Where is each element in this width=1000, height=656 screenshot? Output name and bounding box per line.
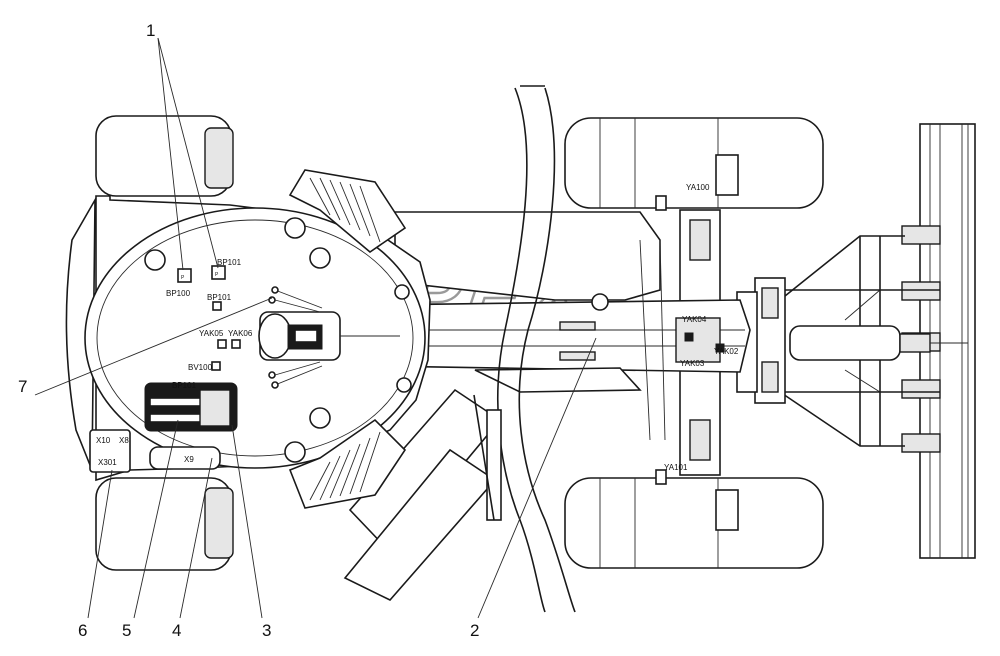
valve-ya101 [655, 469, 667, 485]
front-blade [901, 123, 976, 559]
front-wheel-bottom [564, 477, 824, 569]
label-bp101-b: BP101 [207, 293, 232, 302]
callout-7: 7 [18, 377, 27, 396]
valve-yak06 [231, 339, 241, 349]
battery-box [144, 382, 238, 432]
label-x9: X9 [184, 455, 194, 464]
callout-6: 6 [78, 621, 87, 640]
valve-yak04 [684, 332, 694, 342]
label-x10: X10 [96, 436, 111, 445]
blade-push-frame [778, 235, 968, 447]
front-wheel-top [564, 117, 824, 209]
svg-text:P: P [181, 275, 185, 281]
main-frame [379, 211, 751, 441]
radiator-grille-bottom [288, 418, 407, 509]
label-x8: X8 [119, 436, 129, 445]
label-ya100: YA100 [686, 183, 710, 192]
callout-2: 2 [470, 621, 479, 640]
label-bp101: BP101 [217, 258, 242, 267]
sensor-bp101: P [211, 265, 226, 280]
svg-text:P: P [215, 272, 219, 278]
sensor-bp100: P [177, 268, 192, 283]
label-yak04: YAK04 [682, 315, 707, 324]
label-bp100: BP100 [166, 289, 191, 298]
label-yak02: YAK02 [714, 347, 739, 356]
callout-1: 1 [146, 21, 155, 40]
valve-ya100 [655, 195, 667, 211]
valve-yak05 [217, 339, 227, 349]
sensor-bp101-b [212, 301, 222, 311]
loader-arm [343, 388, 502, 601]
callout-5: 5 [122, 621, 131, 640]
label-yak06: YAK06 [228, 329, 253, 338]
label-yak05: YAK05 [199, 329, 224, 338]
label-ya101: YA101 [664, 463, 688, 472]
callout-4: 4 [172, 621, 181, 640]
hydraulic-hoses [496, 85, 576, 613]
connector-x9 [149, 446, 221, 470]
callout-3: 3 [262, 621, 271, 640]
label-bp101-c: BP101 [172, 381, 197, 390]
label-x301: X301 [98, 458, 117, 467]
radiator-grille-top [288, 169, 407, 254]
leader-lines [34, 37, 597, 619]
valve-bv100 [211, 361, 221, 371]
label-yak03: YAK03 [680, 359, 705, 368]
rear-wheel-top [95, 115, 234, 197]
cab-controls [258, 286, 400, 389]
label-bv100: BV100 [188, 363, 213, 372]
valve-yak02 [715, 343, 725, 353]
rear-wheel-bottom [95, 477, 234, 571]
connector-box-x10 [89, 429, 131, 473]
